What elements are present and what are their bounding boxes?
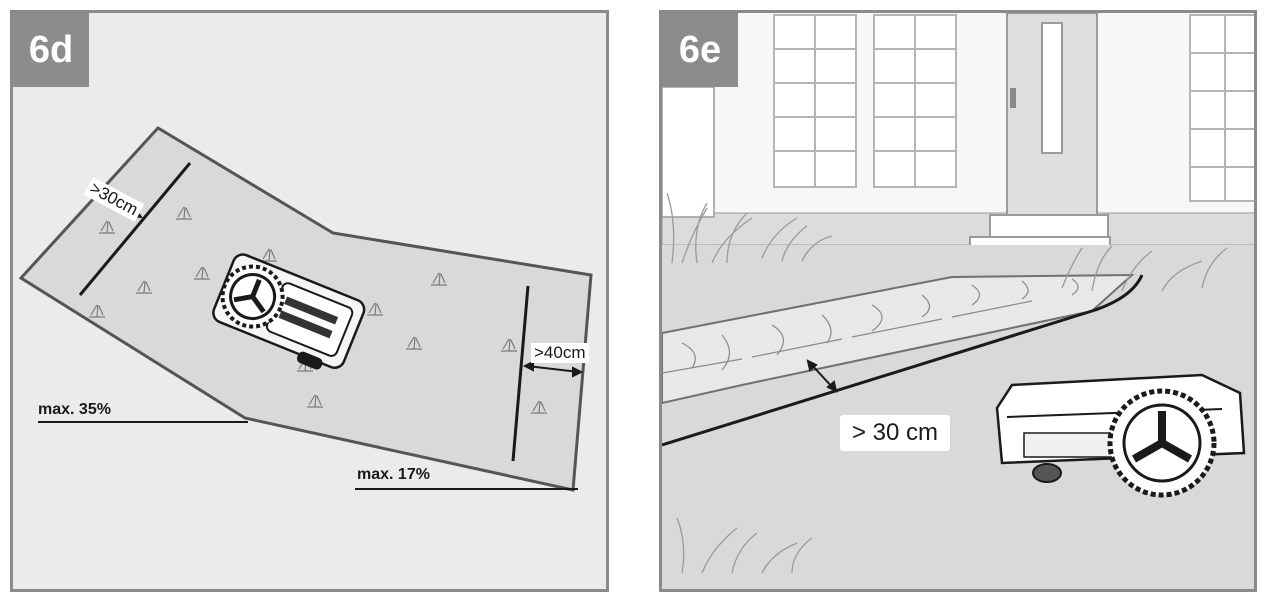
- house-facade: [662, 13, 1254, 213]
- robot-mower-top: [212, 253, 366, 370]
- boundary-wire-right: [511, 285, 530, 462]
- panel-6d: 6d: [10, 10, 609, 592]
- boundary-wire: [662, 274, 1144, 447]
- label-max17: max. 17%: [357, 466, 430, 483]
- front-door: [1006, 13, 1098, 219]
- label-gt30cm: > 30 cm: [840, 415, 951, 451]
- window-middle: [873, 14, 957, 188]
- label-gt40cm: >40cm: [531, 343, 589, 363]
- panel-6d-badge: 6d: [13, 13, 89, 87]
- house-plinth: [662, 212, 1254, 246]
- boundary-wire-left: [78, 162, 192, 296]
- panel-6e-illustration: [662, 13, 1254, 589]
- grass-tufts: [89, 206, 547, 414]
- window-left: [773, 14, 857, 188]
- dimension-arrow-30: [806, 359, 838, 393]
- label-max35: max. 35%: [38, 401, 111, 418]
- dimension-arrow-40: [522, 360, 584, 378]
- pillar: [662, 86, 715, 218]
- panel-6e: 6e: [659, 10, 1257, 592]
- window-right: [1189, 14, 1254, 202]
- panel-6e-badge: 6e: [662, 13, 738, 87]
- robot-mower-side: [995, 373, 1246, 498]
- panel-6d-illustration: [18, 126, 593, 492]
- grass-tufts: [666, 192, 1228, 574]
